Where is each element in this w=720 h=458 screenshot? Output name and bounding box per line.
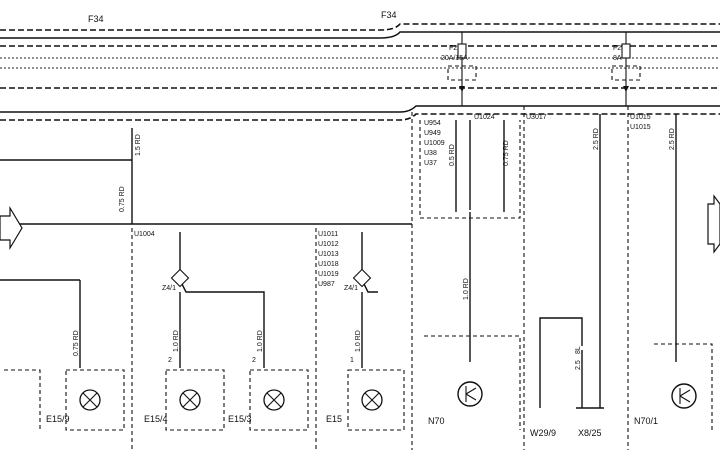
wire-label: 0.5 RD [449,144,456,166]
wire-label: 8L [575,346,582,354]
component-labels: E15/9 E15/4 E15/3 E15 N70 W29/9 X8/25 N7… [46,414,658,438]
splice-code: U949 [424,130,441,137]
wire-label: 2.5 [575,360,582,370]
fuse-1-id: F2 [449,45,457,52]
n70-region [419,114,713,430]
fuse-1-rating: 20A/15A [441,55,468,62]
splice-code: U38 [424,150,437,157]
wire-label: 1.0 RD [463,278,470,300]
splice-code: U1012 [318,241,339,248]
splice-code: U1018 [318,261,339,268]
bus-label-left: F34 [88,14,104,24]
splice-code: U1004 [134,231,155,238]
separators [131,106,629,450]
n70-transistor-icon [457,381,483,407]
connectors: Z4/1 Z4/1 2 2 1 [162,285,358,364]
off-page-arrow-left [0,205,23,251]
splice-code: U1013 [318,251,339,258]
component-label: W29/9 [530,428,556,438]
wire-label: 0.75 RD [119,186,126,212]
pin-label: 1 [350,357,354,364]
splice-code: U1011 [318,231,338,238]
splice-code: U954 [424,120,441,127]
wire-label: 1.0 RD [355,330,362,352]
splice-code: U987 [318,281,335,288]
bus-rail-8 [0,113,720,121]
component-label: N70 [428,416,445,426]
fuse-2: F2 8A [611,32,641,106]
component-label: N70/1 [634,416,658,426]
bus-rail-2 [0,31,720,39]
splice-group-f: U1011 U1012 U1013 U1018 U1019 U987 [318,231,339,288]
bus-rail-7 [0,105,720,113]
connector-label: Z4/1 [162,285,176,292]
wire-label: 0.75 RD [73,330,80,356]
wire-label: 2.5 RD [669,128,676,150]
lamp-loads [4,232,405,431]
connector-label: Z4/1 [344,285,358,292]
wire-label: 1.0 RD [173,330,180,352]
wire-labels: 0.75 RD 1.5 RD 0.5 RD 0.75 RD 2.5 RD 2.5… [73,128,676,370]
pin-label: 2 [252,357,256,364]
splice-group-a: U954 U949 U1009 U38 U37 [424,120,445,167]
splice-code: U1019 [318,271,339,278]
wire-label: 1.0 RD [257,330,264,352]
off-page-arrow-right [707,194,720,254]
splice-code: U1024 [474,114,495,121]
fuse-2-body [621,43,631,59]
fuse-2-id: F2 [613,45,621,52]
component-label: E15 [326,414,342,424]
n70-1-transistor-icon [671,383,697,409]
fuse-2-rating: 8A [613,55,622,62]
signal-line [0,128,720,281]
splice-group-e: U1004 [134,231,155,238]
fuse-1-body [457,43,467,59]
wire-label: 2.5 RD [593,128,600,150]
component-label: X8/25 [578,428,602,438]
top-bus: F34 F34 [0,10,720,121]
splice-code: U37 [424,160,437,167]
component-label: E15/9 [46,414,70,424]
wire-label: 0.75 RD [503,140,510,166]
bus-label-center: F34 [381,10,397,20]
component-label: E15/3 [228,414,252,424]
splice-code: U1015 [630,114,651,121]
pin-label: 2 [168,357,172,364]
splice-code: U3017 [526,114,547,121]
splice-group-d: U1015 U1015 [630,114,651,131]
splice-group-c: U3017 [526,114,547,121]
fuse-1: F2 20A/15A [441,32,477,106]
splice-code: U1015 [630,124,651,131]
bus-rail-1 [0,23,720,31]
splice-code: U1009 [424,140,445,147]
wire-label: 1.5 RD [135,134,142,156]
splice-group-b: U1024 [474,114,495,121]
component-label: E15/4 [144,414,168,424]
